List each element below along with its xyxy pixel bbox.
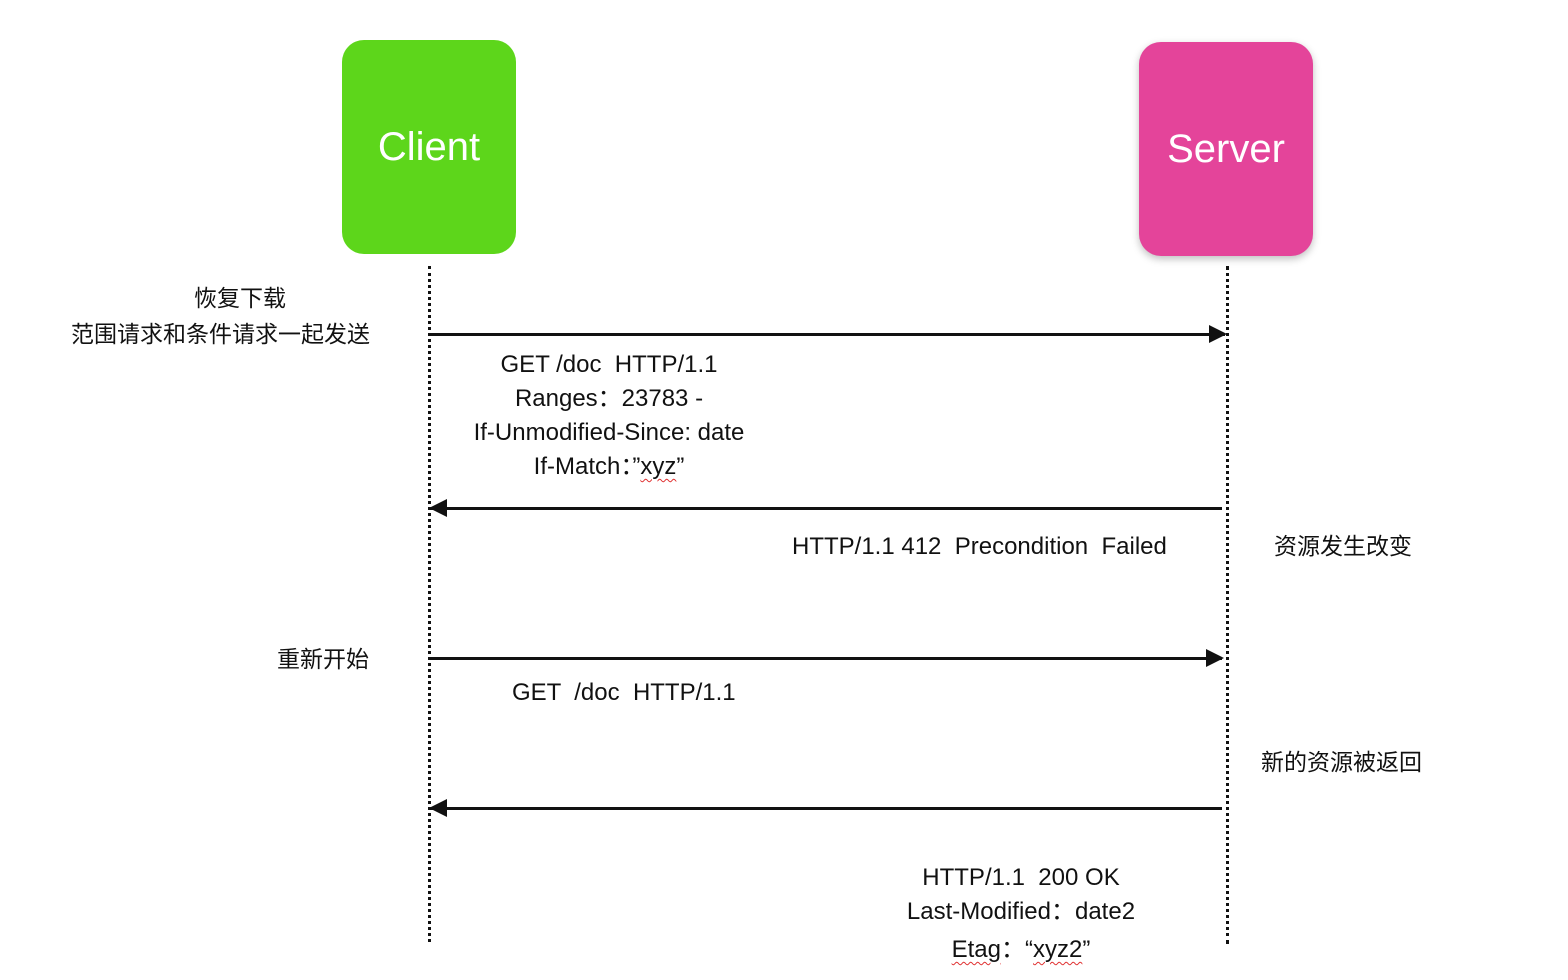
client-label: Client [377, 124, 481, 169]
note-resume-download: 恢复下载 [194, 286, 286, 312]
request-arrow-2 [431, 649, 1224, 667]
request2-line: GET /doc HTTP/1.1 [512, 679, 736, 706]
response2-etag-value: xyz2 [1033, 936, 1083, 963]
note-new-resource-returned: 新的资源被返回 [1261, 750, 1422, 776]
arrowhead-right-icon [1206, 649, 1224, 667]
request-arrow-1 [431, 325, 1227, 343]
request1-line: If-Match：”xyz” [459, 450, 759, 484]
response-arrow-2 [429, 799, 1222, 817]
client-lifeline [428, 266, 431, 942]
request1-line: Ranges：23783 - [514, 385, 704, 412]
client-actor-box: Client [342, 40, 516, 254]
request1-if-match-suffix: ” [676, 453, 685, 480]
server-label: Server [1167, 126, 1285, 171]
request1-if-match-value: xyz [640, 453, 677, 480]
response2-line: HTTP/1.1 200 OK [922, 864, 1120, 891]
response2-line: Last-Modified：date2 [906, 898, 1136, 925]
arrowhead-left-icon [429, 499, 447, 517]
request1-line: If-Unmodified-Since: date [473, 419, 745, 446]
request1-line: GET /doc HTTP/1.1 [500, 351, 718, 378]
response2-etag-suffix: ” [1082, 936, 1091, 963]
server-actor-box: Server [1139, 42, 1313, 256]
arrowhead-left-icon [429, 799, 447, 817]
note-restart: 重新开始 [277, 647, 369, 673]
note-resource-changed: 资源发生改变 [1274, 534, 1412, 560]
response2-line: Etag：“xyz2” [871, 933, 1171, 967]
response-arrow-1 [429, 499, 1222, 517]
request1-if-match-prefix: If-Match：” [533, 453, 641, 480]
server-lifeline [1226, 266, 1229, 944]
note-range-and-conditional: 范围请求和条件请求一起发送 [71, 322, 370, 348]
arrowhead-right-icon [1209, 325, 1227, 343]
response2-etag-sep: ：“ [1001, 936, 1033, 963]
response1-status: HTTP/1.1 412 Precondition Failed [792, 533, 1167, 560]
response2-etag-key: Etag [951, 936, 1001, 963]
